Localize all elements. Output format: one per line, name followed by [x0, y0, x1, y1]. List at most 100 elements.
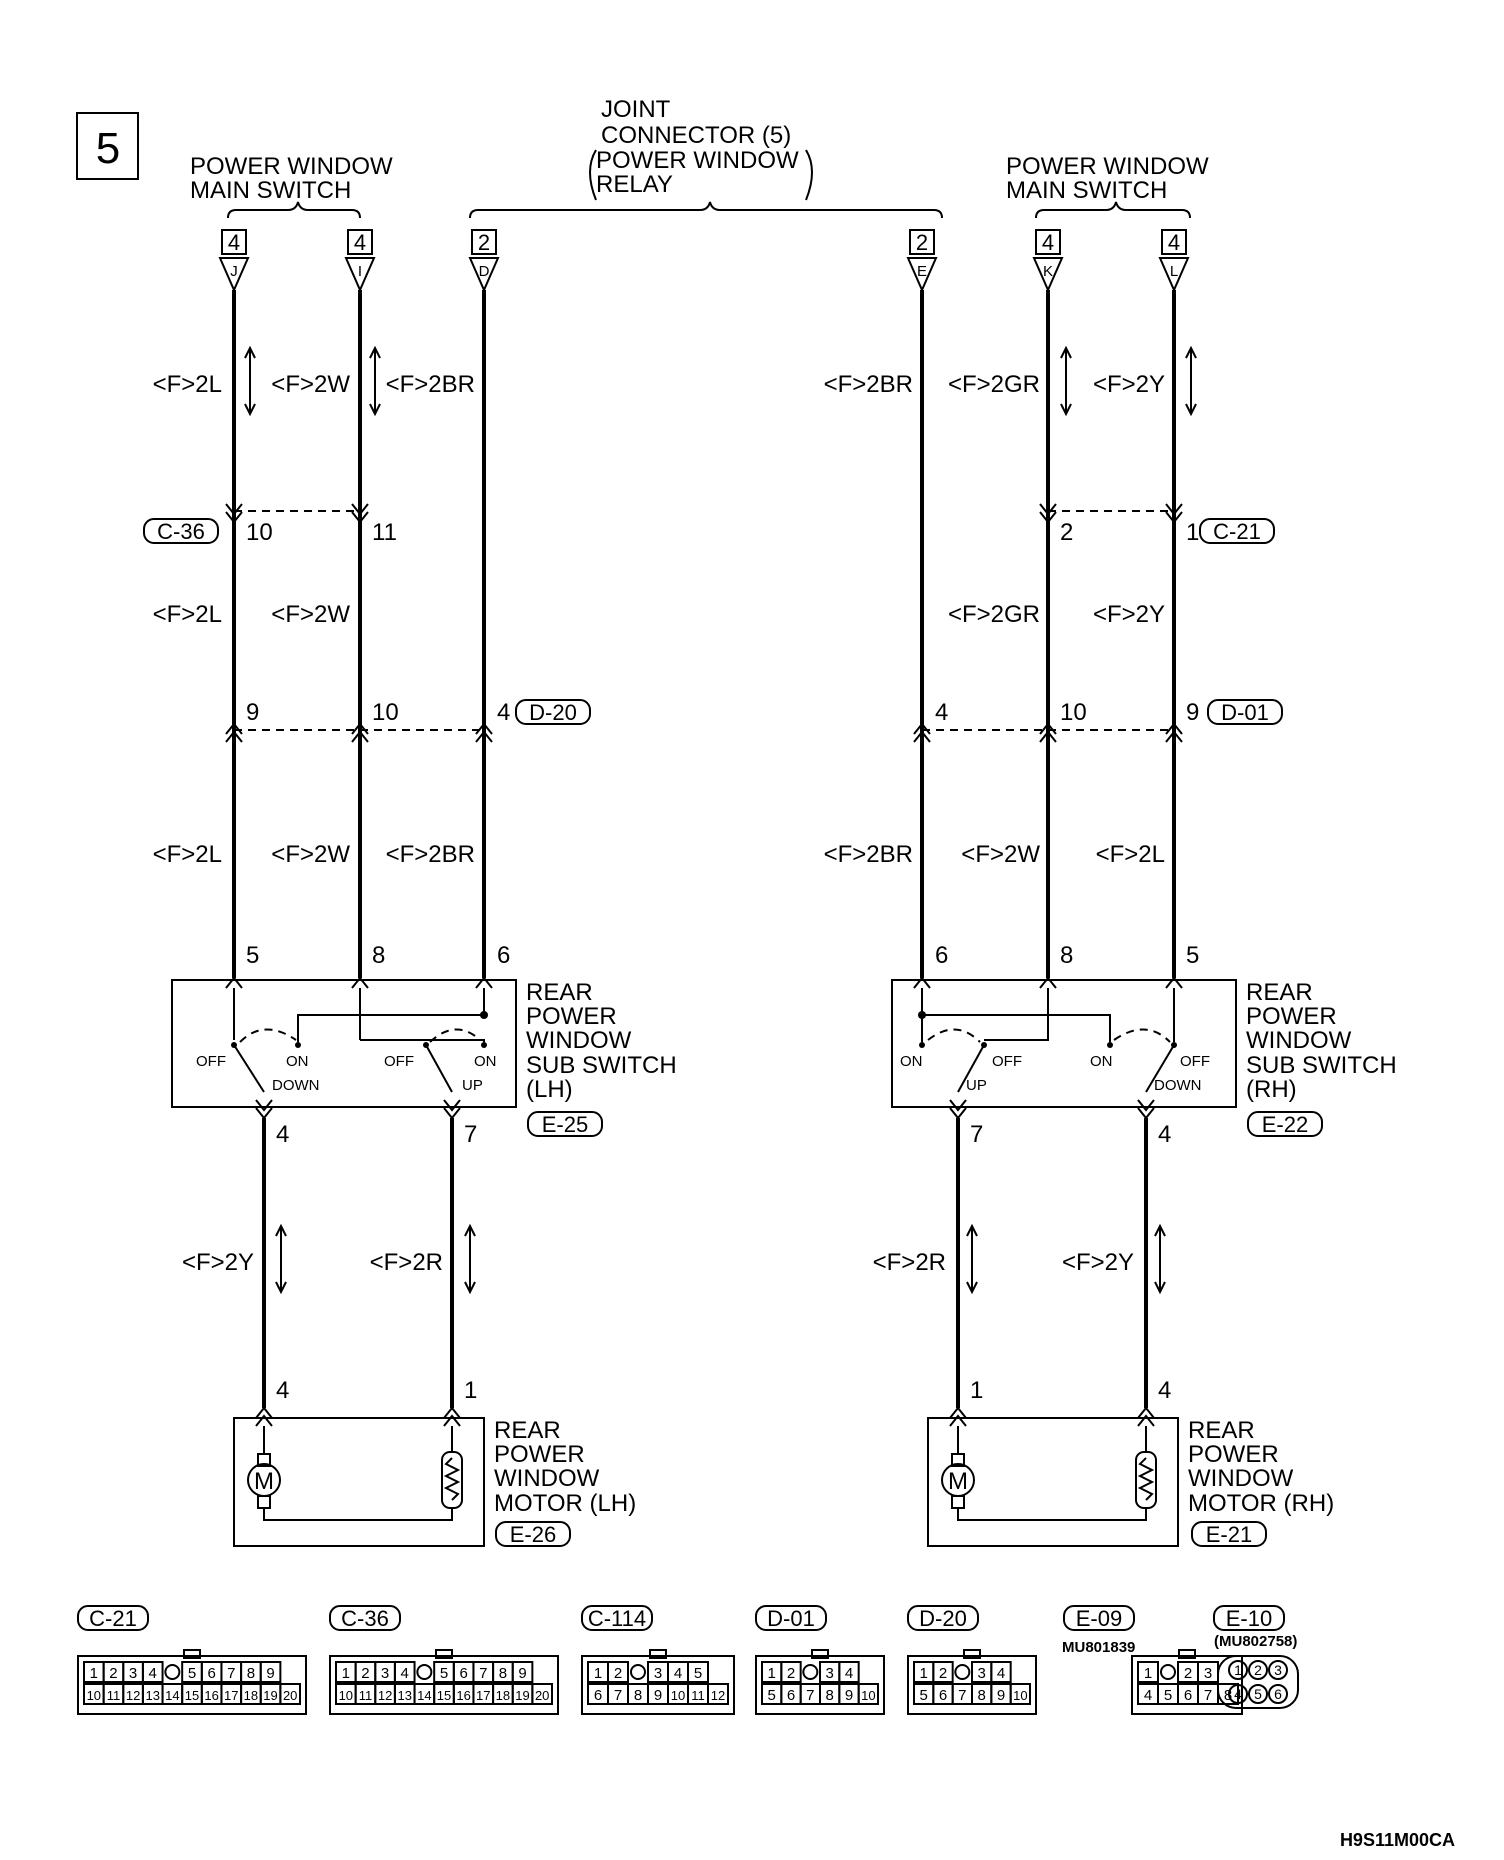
- connector-face-pin: 4: [1144, 1687, 1152, 1704]
- connector-tag-d01: D-01: [1207, 699, 1283, 725]
- terminal-l: 4 L: [1158, 229, 1190, 293]
- pin: 6: [497, 942, 510, 969]
- wire-label: <F>2GR: [948, 601, 1040, 628]
- wire-label: <F>2BR: [386, 371, 475, 398]
- connector-face-name: E-09: [1076, 1606, 1122, 1631]
- pin: 9: [246, 699, 259, 726]
- switch-contact: ON: [474, 1053, 497, 1070]
- connector-face-tag: [755, 1605, 827, 1631]
- connector-face-pin: 10: [339, 1688, 353, 1703]
- connector-face-pin: 6: [787, 1687, 795, 1704]
- connector-face-pin: 18: [496, 1688, 510, 1703]
- connector-face-lock: [1178, 1649, 1196, 1659]
- wire-labels-row4: <F>2Y <F>2R <F>2R <F>2Y: [182, 1249, 1134, 1276]
- page-number: 5: [96, 124, 120, 173]
- switch-contact: ON: [1090, 1053, 1113, 1070]
- wire-label: <F>2L: [153, 841, 222, 868]
- sub-switch-lh-line1: REAR: [526, 979, 593, 1006]
- connector-face-pin: 10: [861, 1688, 875, 1703]
- connector-tag-c21-text: C-21: [1213, 519, 1261, 544]
- connector-face-tag: [1213, 1605, 1285, 1631]
- connector-face-pin-cell: [279, 1683, 302, 1705]
- footer-code: H9S11M00CA: [1340, 1830, 1455, 1850]
- connector-face-pin: 1: [1144, 1665, 1152, 1682]
- switch-contact: ON: [286, 1053, 309, 1070]
- connector-face-pin-cell: [259, 1661, 282, 1683]
- upper-wires: [232, 290, 1176, 978]
- connector-face-pin: 7: [1204, 1687, 1212, 1704]
- connector-face-pin: 11: [359, 1688, 373, 1703]
- wire-label: <F>2W: [271, 601, 350, 628]
- connector-face-pin: 2: [939, 1665, 947, 1682]
- connector-face-pin-circle: [1268, 1684, 1288, 1704]
- connector-face-pin-circle: [1248, 1660, 1268, 1680]
- pin: 4: [935, 699, 948, 726]
- connector-face-pin: 3: [977, 1665, 985, 1682]
- connector-face-pin-cell: [531, 1683, 554, 1705]
- connector-face-pin: 16: [204, 1688, 218, 1703]
- connector-face-pin: 3: [1274, 1662, 1282, 1678]
- terminal-e: 2 E: [906, 229, 938, 293]
- wire-label: <F>2W: [271, 371, 350, 398]
- connector-face-key: [954, 1664, 971, 1680]
- connector-tag-d20: D-20: [515, 699, 591, 725]
- connector-face-pin: 2: [109, 1665, 117, 1682]
- connector-face-pin: 7: [958, 1687, 966, 1704]
- connector-face-tag: [1063, 1605, 1135, 1631]
- main-switch-left-line1: POWER WINDOW: [190, 153, 393, 180]
- connector-face-pin: 1: [1234, 1662, 1242, 1678]
- connector-face-key: [416, 1664, 433, 1680]
- main-switch-right-label: POWER WINDOW MAIN SWITCH: [1006, 153, 1209, 219]
- motor-rh-line3: WINDOW: [1188, 1465, 1294, 1492]
- connector-face-pin: 6: [1274, 1686, 1282, 1702]
- pin: 8: [1060, 942, 1073, 969]
- terminal-j: 4 J: [218, 229, 250, 293]
- joint-connector-label: JOINT CONNECTOR (5) POWER WINDOW RELAY: [469, 96, 943, 219]
- pin: 2: [1060, 519, 1073, 546]
- pin: 11: [372, 519, 397, 546]
- connector-face-pin: 10: [1013, 1688, 1027, 1703]
- connector-tag-c36-text: C-36: [157, 519, 205, 544]
- terminal-k-letter: K: [1043, 263, 1053, 280]
- sub-switch-lh-line2: POWER: [526, 1003, 617, 1030]
- pin: 4: [1158, 1377, 1171, 1404]
- terminal-i-num: 4: [354, 230, 366, 255]
- connector-face-name: D-20: [919, 1606, 967, 1631]
- junction-d20-d01: [225, 722, 1183, 743]
- connector-face-pin: 3: [129, 1665, 137, 1682]
- connector-face-pin: 1: [594, 1665, 602, 1682]
- connector-face-pin-cell: [607, 1661, 629, 1683]
- connector-face-pin: 1: [90, 1665, 98, 1682]
- connector-face-pin: 5: [440, 1665, 448, 1682]
- connector-face-pin: 9: [266, 1665, 274, 1682]
- connector-face-pin: 2: [1184, 1665, 1192, 1682]
- connector-face-pin: 4: [674, 1665, 682, 1682]
- joint-connector-line3: POWER WINDOW: [596, 147, 799, 174]
- connector-tag-d20-text: D-20: [529, 700, 577, 725]
- connector-face-lock: [649, 1649, 667, 1659]
- connector-face-name: D-01: [767, 1606, 815, 1631]
- motor-rh: 1 4 M REAR POWER WINDOW MOTOR (RH) E-21: [927, 1377, 1334, 1547]
- wire-labels-row1: <F>2L <F>2W <F>2BR <F>2BR <F>2GR <F>2Y: [153, 371, 1165, 398]
- connector-face-pin: 6: [459, 1665, 467, 1682]
- wire-label: <F>2Y: [182, 1249, 254, 1276]
- wire-label: <F>2L: [153, 371, 222, 398]
- connector-face-pin: 3: [1204, 1665, 1212, 1682]
- sub-switch-lh-line4: SUB SWITCH: [526, 1052, 677, 1079]
- connector-face-pin: 17: [224, 1688, 238, 1703]
- sub-switch-rh: 6 8 5 ON OFF UP ON OFF DOWN REAR POWER W…: [891, 942, 1397, 1137]
- terminal-e-letter: E: [917, 263, 927, 280]
- pin: 4: [276, 1121, 289, 1148]
- connector-face-tag: [581, 1605, 653, 1631]
- connector-face-pin-cell: [707, 1683, 729, 1705]
- connector-face-pin: 4: [401, 1665, 409, 1682]
- connector-face-pin: 13: [397, 1688, 411, 1703]
- connector-face-body: [77, 1655, 307, 1715]
- connector-face-pin-cell: [1009, 1683, 1032, 1705]
- wire-label: <F>2R: [370, 1249, 443, 1276]
- motor-rh-line2: POWER: [1188, 1441, 1279, 1468]
